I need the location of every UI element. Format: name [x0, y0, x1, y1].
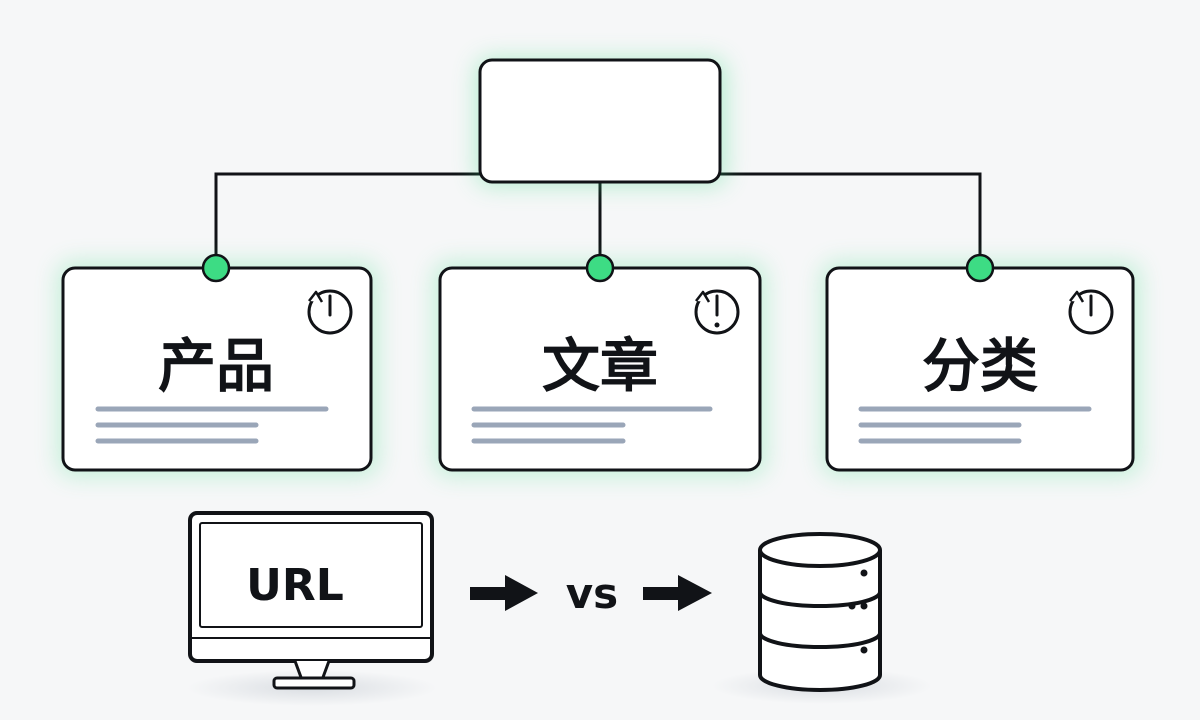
connector-dot-products	[201, 253, 231, 283]
connector-dot-articles	[585, 253, 615, 283]
clock-icon	[694, 289, 740, 335]
monitor-url-text: URL	[246, 560, 344, 611]
child-card-articles: 文章	[434, 253, 766, 476]
connector-dot-categories	[965, 253, 995, 283]
arrow-right-icon	[470, 575, 538, 611]
text-lines	[471, 406, 713, 444]
vs-text: vs	[566, 569, 618, 618]
text-lines	[95, 406, 329, 444]
child-card-products: 产品	[58, 253, 378, 476]
arrow-right-icon	[643, 575, 712, 611]
child-card-categories: 分类	[822, 253, 1140, 476]
monitor-icon: URL	[187, 511, 437, 706]
clock-icon	[1068, 289, 1114, 335]
card-label-articles: 文章	[542, 332, 658, 400]
card-label-products: 产品	[158, 332, 274, 400]
root-node	[476, 58, 726, 186]
connector-right	[718, 172, 982, 268]
card-label-categories: 分类	[922, 332, 1038, 400]
database-icon	[712, 532, 932, 704]
connector-left	[214, 172, 482, 268]
text-lines	[858, 406, 1092, 444]
connector-lines	[214, 172, 982, 268]
clock-icon	[307, 289, 353, 335]
